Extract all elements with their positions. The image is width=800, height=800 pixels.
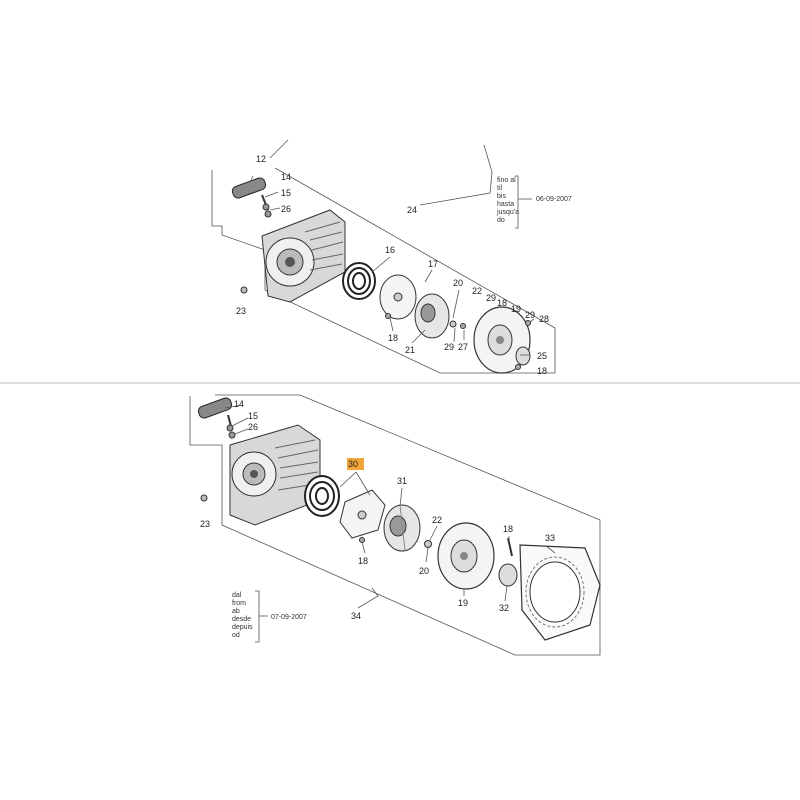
label-20: 20 bbox=[453, 278, 463, 288]
screw-18 bbox=[385, 313, 391, 319]
label-18a: 18 bbox=[388, 333, 398, 343]
svg-text:06-09-2007: 06-09-2007 bbox=[536, 196, 572, 203]
label-24: 24 bbox=[407, 205, 417, 215]
label-21: 21 bbox=[405, 345, 415, 355]
upper-leaders bbox=[249, 175, 535, 356]
label-17: 17 bbox=[428, 259, 438, 269]
label-15-lower: 15 bbox=[248, 411, 258, 421]
label-18b-lower: 18 bbox=[503, 524, 513, 534]
label-19: 19 bbox=[511, 304, 521, 314]
svg-text:dal: dal bbox=[232, 592, 242, 599]
screw-18-lower bbox=[359, 537, 365, 543]
screw-18c bbox=[515, 364, 521, 370]
label-20-lower: 20 bbox=[419, 566, 429, 576]
starter-handle bbox=[231, 177, 272, 218]
washer bbox=[449, 320, 457, 328]
svg-text:07-09-2007: 07-09-2007 bbox=[271, 614, 307, 621]
starter-housing-lower bbox=[229, 424, 321, 526]
label-28: 28 bbox=[539, 314, 549, 324]
rope-pulley bbox=[414, 293, 450, 339]
label-18a-lower: 18 bbox=[358, 556, 368, 566]
rope-pulley-lower bbox=[383, 504, 421, 552]
spring-cover-lower bbox=[339, 489, 386, 539]
label-19-lower: 19 bbox=[458, 598, 468, 608]
svg-text:bis: bis bbox=[497, 193, 506, 200]
upper-top-leader bbox=[269, 139, 289, 159]
label-14: 14 bbox=[281, 172, 291, 182]
label-29c: 29 bbox=[444, 342, 454, 352]
screw-23-lower bbox=[200, 494, 208, 502]
label-14-lower: 14 bbox=[234, 399, 244, 409]
screw-18b-lower bbox=[507, 537, 513, 557]
svg-text:depuis: depuis bbox=[232, 624, 253, 631]
svg-text:ab: ab bbox=[232, 608, 240, 615]
svg-text:jusqu'a: jusqu'a bbox=[496, 209, 519, 216]
spring-cover bbox=[379, 274, 417, 320]
lower-note-leader bbox=[357, 587, 379, 609]
svg-text:from: from bbox=[232, 600, 246, 607]
label-29a: 29 bbox=[486, 293, 496, 303]
bushing-25 bbox=[515, 346, 531, 366]
label-15: 15 bbox=[281, 188, 291, 198]
lower-assembly: 14 15 26 30 31 23 18 22 20 18 33 19 32 3… bbox=[189, 394, 601, 656]
label-12: 12 bbox=[256, 154, 266, 164]
starter-housing bbox=[261, 209, 346, 303]
screw-28 bbox=[525, 320, 531, 326]
label-30: 30 bbox=[348, 459, 358, 469]
bushing-32 bbox=[498, 563, 518, 587]
starter-handle-lower bbox=[197, 397, 236, 439]
lower-leaders bbox=[224, 404, 556, 602]
label-33: 33 bbox=[545, 533, 555, 543]
lower-frame bbox=[189, 394, 601, 656]
label-23-lower: 23 bbox=[200, 519, 210, 529]
pulley-cover-lower bbox=[437, 522, 495, 590]
label-31: 31 bbox=[397, 476, 407, 486]
screw bbox=[460, 323, 466, 329]
svg-text:til: til bbox=[497, 185, 503, 192]
svg-text:do: do bbox=[497, 217, 505, 224]
label-22-lower: 22 bbox=[432, 515, 442, 525]
label-27: 27 bbox=[458, 342, 468, 352]
screw-23 bbox=[240, 286, 248, 294]
label-18c: 18 bbox=[537, 366, 547, 376]
label-18b: 18 bbox=[497, 298, 507, 308]
label-29b: 29 bbox=[525, 310, 535, 320]
upper-assembly: 12 14 15 26 16 17 23 18 21 20 22 29 18 1… bbox=[211, 139, 572, 376]
label-22: 22 bbox=[472, 286, 482, 296]
upper-version-note: fino al til bis hasta jusqu'a do 06-09-2… bbox=[496, 175, 572, 229]
lower-version-note: dal from ab desde depuis od 07-09-2007 bbox=[232, 590, 307, 643]
recoil-spring-lower bbox=[304, 475, 340, 517]
label-34: 34 bbox=[351, 611, 361, 621]
recoil-spring bbox=[342, 262, 376, 300]
label-25: 25 bbox=[537, 351, 547, 361]
label-26: 26 bbox=[281, 204, 291, 214]
fan-housing bbox=[519, 544, 601, 641]
label-26-lower: 26 bbox=[248, 422, 258, 432]
svg-text:fino al: fino al bbox=[497, 177, 516, 184]
label-32: 32 bbox=[499, 603, 509, 613]
label-30-highlight bbox=[347, 458, 364, 470]
washer-lower bbox=[424, 540, 432, 548]
svg-text:hasta: hasta bbox=[497, 201, 514, 208]
label-16: 16 bbox=[385, 245, 395, 255]
upper-note-leader bbox=[419, 144, 493, 206]
svg-text:desde: desde bbox=[232, 616, 251, 623]
label-23: 23 bbox=[236, 306, 246, 316]
svg-text:od: od bbox=[232, 632, 240, 639]
